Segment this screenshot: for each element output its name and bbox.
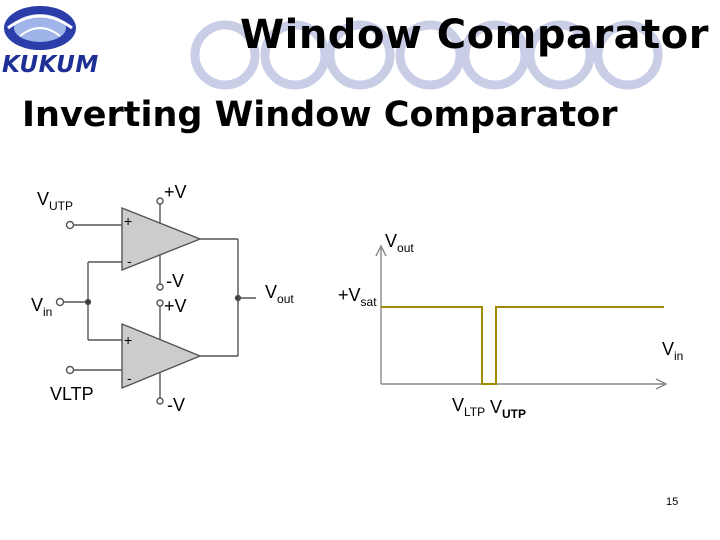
graph-vsat-label: +Vsat — [338, 285, 377, 309]
bottom-minus-supply-label: -V — [167, 395, 185, 415]
bottom-minus-supply-terminal — [156, 397, 164, 405]
graph-vutp-label: VUTP — [490, 397, 527, 421]
logo-text: KUKUM — [2, 52, 99, 78]
top-plus-supply-terminal — [156, 197, 164, 205]
top-inverting-sign: - — [127, 253, 132, 269]
page-title: Window Comparator — [240, 12, 709, 58]
bottom-plus-supply-label: +V — [164, 296, 187, 316]
top-minus-supply-terminal — [156, 283, 164, 291]
graph-y-label: Vout — [385, 231, 414, 255]
deco-circle — [260, 20, 330, 90]
vin-junction — [84, 298, 92, 306]
deco-circle — [395, 20, 465, 90]
slide-subtitle: Inverting Window Comparator — [22, 95, 618, 135]
vin-label: Vin — [31, 295, 53, 319]
top-noninverting-sign: + — [124, 213, 133, 229]
page-number: 15 — [666, 496, 679, 508]
deco-circle — [593, 20, 663, 90]
bottom-inverting-sign: - — [127, 370, 132, 386]
bottom-plus-supply-terminal — [156, 299, 164, 307]
deco-circle — [190, 20, 260, 90]
bottom-noninverting-sign: + — [124, 332, 133, 348]
top-opamp-triangle — [121, 206, 202, 272]
deco-circle — [525, 20, 595, 90]
top-minus-supply-label: -V — [166, 271, 184, 291]
kukum-logo-icon — [4, 6, 76, 50]
deco-circle — [460, 20, 530, 90]
vutp-label: VUTP — [37, 189, 74, 213]
vout-curve — [381, 306, 664, 385]
bottom-opamp-triangle — [121, 322, 202, 390]
deco-circle — [325, 20, 395, 90]
vltp-label: VLTP — [50, 384, 94, 404]
vout-label: Vout — [265, 282, 294, 306]
y-axis-arrowhead — [375, 244, 387, 257]
top-plus-supply-label: +V — [164, 182, 187, 202]
graph-x-label: Vin — [662, 339, 684, 363]
x-axis-arrowhead — [655, 378, 668, 390]
graph-vltp-label: VLTP — [452, 395, 486, 419]
